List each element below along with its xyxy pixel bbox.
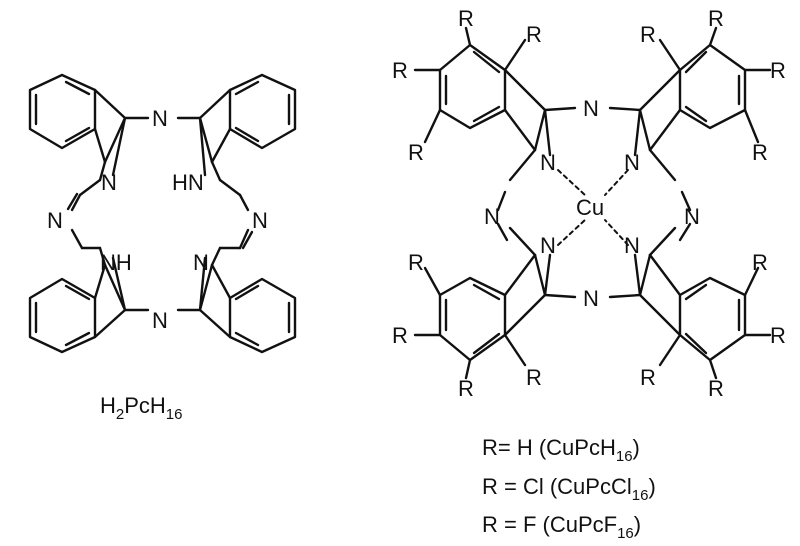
r-substituent: R (408, 250, 424, 275)
right-n-bridge-bottom: N (583, 286, 599, 311)
left-benzo-top-right (176, 73, 297, 164)
r-substituent: R (408, 140, 424, 165)
r-substituent: R (770, 323, 786, 348)
right-benzo-top-right (608, 26, 772, 152)
r-substituent: R (458, 376, 474, 401)
right-benzo-bottom-left (413, 253, 577, 380)
left-n-bridge-bottom: N (152, 308, 168, 333)
left-n-bridge-right: N (252, 208, 268, 233)
right-metal-cu: Cu (576, 195, 604, 220)
left-benzo-bottom-right (176, 263, 297, 354)
right-molecule: Cu N N N N N N N N R R R R R R R R R R R… (392, 6, 786, 401)
right-n-bridge-right: N (684, 204, 700, 229)
left-n-bridge-left: N (47, 208, 63, 233)
left-n-core-bottom-left: NH (100, 250, 132, 275)
r-substituent: R (708, 376, 724, 401)
left-molecule: N N N N N HN NH N H2PcH16 (28, 73, 297, 423)
r-substituent: R (458, 6, 474, 31)
right-macrocycle-bonds (496, 108, 692, 297)
legend-line-h: R= H (CuPcH16) (482, 435, 640, 465)
left-macrocycle-bonds (66, 116, 254, 312)
legend-line-f: R = F (CuPcF16) (482, 512, 641, 542)
left-n-core-top-left: N (101, 170, 117, 195)
right-n-bridge-left: N (484, 204, 500, 229)
right-n-core-1: N (540, 150, 556, 175)
right-n-bridge-top: N (583, 96, 599, 121)
r-substituent: R (526, 365, 542, 390)
right-n-core-4: N (624, 233, 640, 258)
left-benzo-bottom-left (28, 263, 150, 354)
left-molecule-caption: H2PcH16 (100, 393, 182, 423)
right-n-core-3: N (540, 233, 556, 258)
right-benzo-top-left (413, 26, 577, 152)
left-n-bridge-top: N (152, 106, 168, 131)
r-substituent: R (640, 365, 656, 390)
r-substituent: R (392, 58, 408, 83)
r-substituent: R (708, 6, 724, 31)
r-substituent: R (392, 323, 408, 348)
left-n-core-top-right: HN (172, 170, 204, 195)
left-benzo-top-left (28, 73, 150, 164)
right-coordination-bonds (557, 169, 629, 246)
left-n-core-bottom-right: N (193, 250, 209, 275)
right-benzo-bottom-right (608, 253, 772, 380)
r-substituent: R (640, 22, 656, 47)
legend-line-cl: R = Cl (CuPcCl16) (482, 474, 656, 504)
r-substituent: R (752, 250, 768, 275)
r-substituent: R (752, 140, 768, 165)
r-substituent: R (770, 58, 786, 83)
right-n-core-2: N (624, 150, 640, 175)
legend: R= H (CuPcH16) R = Cl (CuPcCl16) R = F (… (482, 435, 656, 542)
r-substituent: R (526, 22, 542, 47)
